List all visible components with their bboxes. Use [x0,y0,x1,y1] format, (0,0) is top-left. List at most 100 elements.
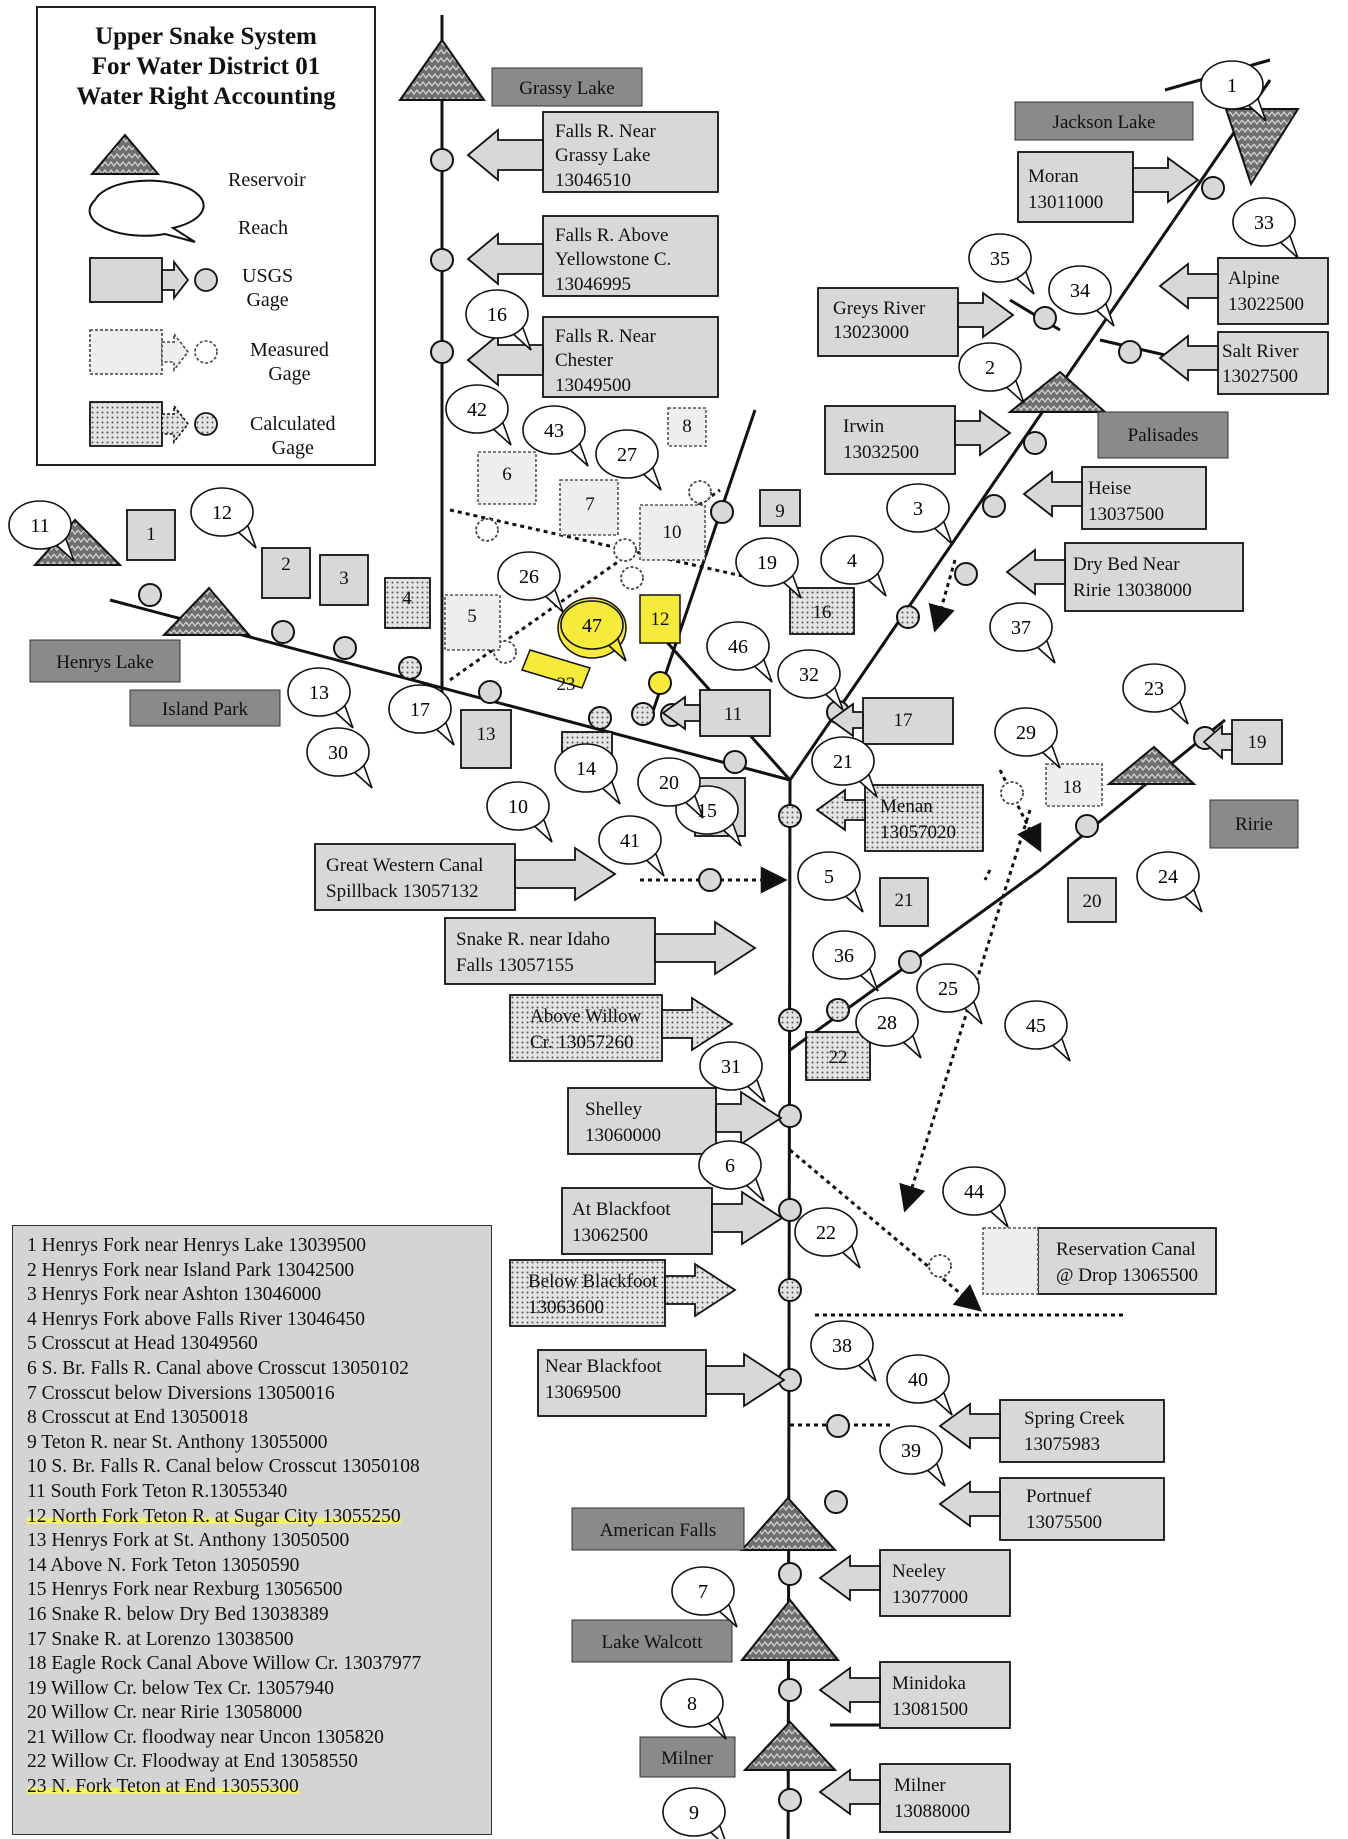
reservoir-palisades [1007,370,1108,413]
svg-text:9: 9 [775,501,785,522]
legend-list-item: 23 N. Fork Teton at End 13055300 [27,1776,299,1798]
diagram-title-line-3: Water Right Accounting [76,83,336,110]
legend-list-item: 3 Henrys Fork near Ashton 13046000 [27,1284,322,1306]
reach-callout-21: 21 [811,736,878,798]
svg-text:25: 25 [938,978,958,1000]
legend-list-item: 9 Teton R. near St. Anthony 13055000 [27,1431,328,1453]
svg-text:12: 12 [651,609,670,630]
svg-text:16: 16 [813,602,832,623]
svg-text:13: 13 [477,724,496,745]
svg-text:Spillback 13057132: Spillback 13057132 [326,881,479,902]
svg-text:5: 5 [824,866,834,888]
gage-menan-line1: Menan [880,796,933,817]
svg-text:13: 13 [309,682,329,704]
legend-list-item: 17 Snake R. at Lorenzo 13038500 [27,1628,294,1650]
gage-alpine-line1: Alpine [1228,268,1280,289]
measured-boxes [444,407,1103,1295]
reach-callout-27: 27 [595,429,662,491]
svg-text:23: 23 [1144,678,1164,700]
calculated-gage-circles [398,605,920,1302]
svg-text:46: 46 [728,636,748,658]
svg-text:19: 19 [1248,732,1267,753]
reach-callout-16: 16 [465,289,532,351]
svg-text:Cr. 13057260: Cr. 13057260 [530,1032,633,1053]
gage-reservation-line1: Reservation Canal [1056,1239,1196,1260]
gage-salt-line1: Salt River [1222,341,1299,362]
gage-falls-grassy-line1: Falls R. Near [555,121,656,142]
svg-text:33: 33 [1254,212,1274,234]
label-ririe: Ririe [1235,814,1273,835]
svg-text:30: 30 [328,742,348,764]
gage-heise-line1: Heise [1088,478,1131,499]
legend-list-item: 21 Willow Cr. floodway near Uncon 130582… [27,1726,384,1748]
svg-text:2: 2 [985,357,995,379]
label-island-park: Island Park [162,699,249,720]
svg-text:21: 21 [895,890,914,911]
legend-list-item: 8 Crosscut at End 13050018 [27,1407,248,1429]
legend-list-item: 7 Crosscut below Diversions 13050016 [27,1382,335,1404]
reach-callout-38: 38 [810,1320,877,1382]
svg-text:6: 6 [502,464,512,485]
reach-callout-33: 33 [1232,197,1299,259]
reach-callout-8: 8 [660,1678,727,1740]
svg-text:13049500: 13049500 [555,375,631,396]
svg-text:13075500: 13075500 [1026,1512,1102,1533]
reach-callout-6: 6 [698,1140,765,1202]
reach-callout-47: 47 [560,600,627,662]
svg-text:13063600: 13063600 [528,1297,604,1318]
reservoir-triangles [32,38,1300,1771]
svg-text:41: 41 [620,830,640,852]
reservoir-island-park [161,586,252,636]
svg-text:13011000: 13011000 [1028,192,1103,213]
gage-idaho-falls-line1: Snake R. near Idaho [456,929,610,950]
svg-text:27: 27 [617,444,637,466]
svg-text:47: 47 [582,615,602,637]
legend-box: Upper Snake System For Water District 01… [36,6,376,466]
svg-text:7: 7 [585,494,595,515]
svg-text:45: 45 [1026,1015,1046,1037]
reach-callout-29: 29 [994,707,1061,769]
legend-list-item: 15 Henrys Fork near Rexburg 13056500 [27,1579,343,1601]
reservoir-jackson-lake [1224,108,1300,187]
svg-text:35: 35 [990,248,1010,270]
gage-moran-line1: Moran [1028,166,1079,187]
legend-list-item: 12 North Fork Teton R. at Sugar City 130… [27,1505,401,1527]
svg-text:@ Drop 13065500: @ Drop 13065500 [1056,1265,1198,1286]
reach-callout-2: 2 [958,342,1025,404]
svg-text:40: 40 [908,1369,928,1391]
calculated-boxes [384,577,984,1327]
gage-milner-line1: Milner [894,1775,946,1796]
reach-callout-46: 46 [706,621,773,683]
svg-text:3: 3 [913,498,923,520]
label-lake-walcott: Lake Walcott [602,1632,704,1653]
legend-list-item: 2 Henrys Fork near Island Park 13042500 [27,1259,355,1281]
label-palisades: Palisades [1128,425,1199,446]
reach-callout-9: 9 [662,1787,726,1839]
gage-neeley-line1: Neeley [892,1561,946,1582]
svg-text:36: 36 [834,945,854,967]
svg-text:1: 1 [1227,75,1237,97]
legend-glyphs [88,133,218,447]
svg-text:11: 11 [30,515,49,537]
svg-text:20: 20 [1083,891,1102,912]
svg-text:20: 20 [659,772,679,794]
svg-text:13081500: 13081500 [892,1699,968,1720]
gage-blackfoot-line1: At Blackfoot [572,1199,671,1220]
reach-callout-39: 39 [879,1425,946,1487]
svg-text:44: 44 [964,1181,984,1203]
reservoir-ririe [1106,745,1197,785]
svg-text:Falls 13057155: Falls 13057155 [456,955,574,976]
svg-text:13069500: 13069500 [545,1382,621,1403]
svg-text:2: 2 [281,554,291,575]
legend-list-item: 1 Henrys Fork near Henrys Lake 13039500 [27,1235,367,1256]
svg-text:8: 8 [682,416,692,437]
gage-drybed-line1: Dry Bed Near [1073,554,1180,575]
svg-text:22: 22 [816,1222,836,1244]
gage-spring-creek-line1: Spring Creek [1024,1408,1125,1429]
reservoir-lake-walcott [739,1598,841,1661]
legend-list-item: 10 S. Br. Falls R. Canal below Crosscut … [27,1456,420,1478]
reach-callout-14: 14 [554,743,621,805]
reach-callout-4: 4 [820,535,887,597]
legend-list-item: 14 Above N. Fork Teton 13050590 [27,1554,300,1576]
